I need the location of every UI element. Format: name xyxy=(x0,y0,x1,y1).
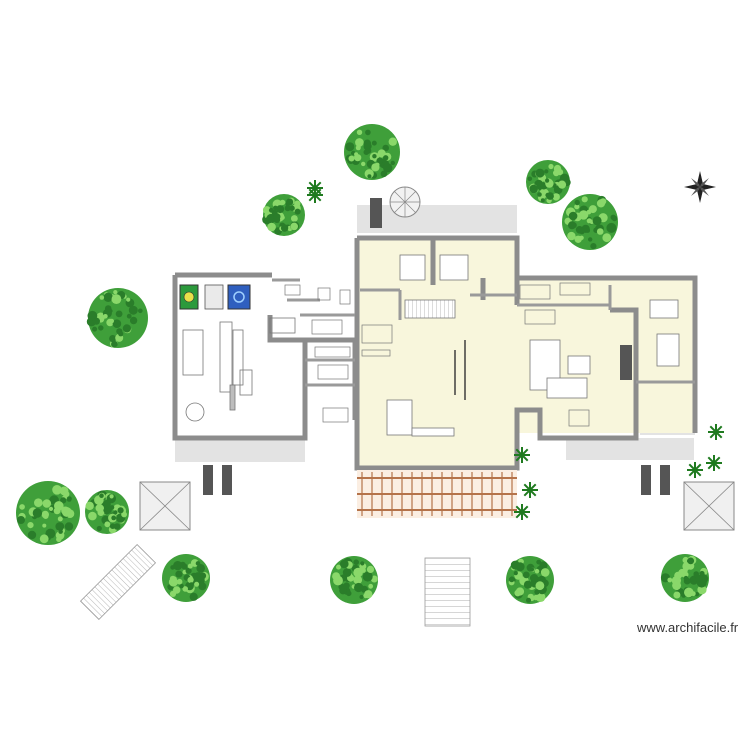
plants xyxy=(307,180,724,520)
tree-icon xyxy=(660,554,709,602)
striped-mat xyxy=(424,557,471,627)
plant-icon xyxy=(687,462,703,478)
tree-icon xyxy=(162,554,210,602)
blue-hot-tub-center-icon xyxy=(233,291,245,303)
plant-icon xyxy=(514,447,530,463)
tree-icon xyxy=(344,124,400,180)
tree-icon xyxy=(562,194,618,250)
parasol-icon-2 xyxy=(683,481,735,531)
plant-icon xyxy=(706,455,722,471)
deckchair-icon-3 xyxy=(641,465,651,495)
deckchair-icon xyxy=(203,465,213,495)
dining-table xyxy=(454,340,466,400)
east-terrace xyxy=(566,438,694,460)
round-parasol-icon xyxy=(389,186,421,218)
trees xyxy=(16,124,709,604)
west-wing-furniture xyxy=(182,317,296,422)
watermark: www.archifacile.fr xyxy=(637,620,739,635)
green-hot-tub-drain-icon xyxy=(183,291,195,303)
plant-icon xyxy=(514,504,530,520)
plant-icon xyxy=(708,424,724,440)
deckchair-icon-2 xyxy=(222,465,232,495)
tree-icon xyxy=(330,556,378,604)
tree-icon xyxy=(16,481,80,545)
compass-rose-icon xyxy=(684,171,716,203)
tree-icon xyxy=(526,160,571,204)
parasol-icon xyxy=(139,481,191,531)
blue-hot-tub-icon xyxy=(227,284,251,310)
tree-icon xyxy=(85,490,129,534)
diagonal-mat xyxy=(79,543,157,621)
interior-partitions xyxy=(272,278,695,387)
tree-icon xyxy=(506,556,554,604)
pergola-icon xyxy=(357,470,517,518)
north-terrace xyxy=(357,205,517,233)
deckchair-icon-4 xyxy=(660,465,670,495)
west-wing-floor xyxy=(175,275,355,435)
tree-icon xyxy=(262,194,305,236)
central-hall-furniture xyxy=(386,254,680,437)
west-terrace xyxy=(175,438,305,462)
tree-icon xyxy=(86,288,148,348)
small-room-fixtures xyxy=(284,282,591,427)
fireplace xyxy=(620,345,632,380)
plant-icon xyxy=(307,180,323,196)
north-deckchair-icon xyxy=(370,198,382,228)
plant-icon xyxy=(522,482,538,498)
grey-shower-tray xyxy=(204,284,224,310)
